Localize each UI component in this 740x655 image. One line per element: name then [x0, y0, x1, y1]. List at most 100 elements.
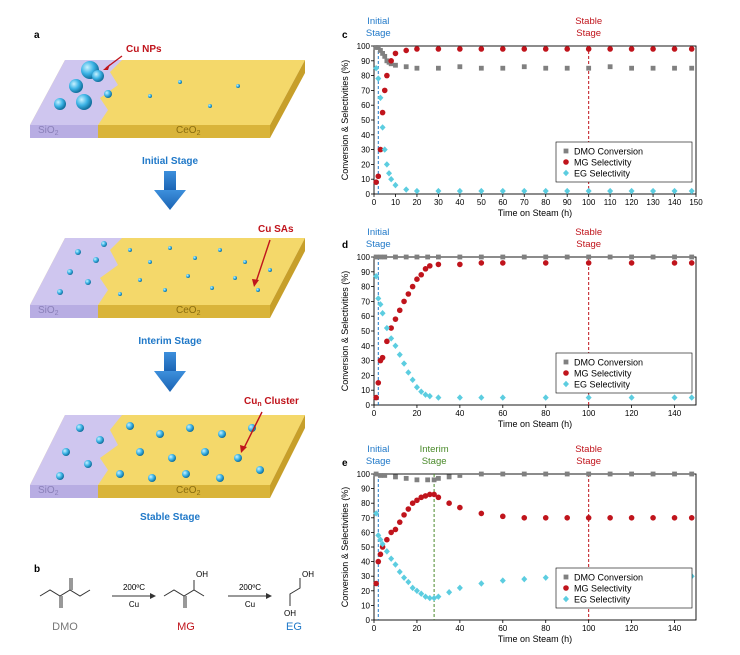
data-point-mg: [384, 72, 390, 79]
data-point-eg: [650, 187, 657, 195]
legend-box: [555, 352, 693, 394]
y-tick-label: 20: [361, 587, 370, 596]
data-point-eg: [456, 187, 463, 195]
data-point-eg: [499, 187, 506, 195]
data-point-mg: [377, 551, 384, 558]
stage-label: Stage: [576, 456, 601, 467]
data-point-eg: [388, 335, 395, 342]
data-point-eg: [628, 187, 635, 195]
stage-label: Stage: [366, 239, 391, 250]
data-point-dmo: [425, 477, 431, 483]
data-point-mg: [418, 271, 425, 278]
y-tick-label: 90: [361, 268, 370, 277]
data-point-eg: [521, 187, 528, 195]
cu-cluster-subscript: n: [257, 401, 261, 408]
sio2-label: SiO: [38, 125, 55, 136]
x-tick-label: 60: [498, 624, 507, 633]
legend-label: EG Selectivity: [574, 595, 631, 605]
data-point-dmo: [672, 254, 677, 260]
cu-nps-annotation: Cu NPs: [126, 44, 162, 55]
legend-label: DMO Conversion: [574, 573, 643, 583]
y-tick-label: 40: [361, 131, 370, 140]
x-axis-label: Time on Steam (h): [498, 208, 572, 218]
data-point-eg: [426, 594, 433, 602]
data-point-eg: [688, 187, 695, 195]
data-point-eg: [392, 561, 399, 568]
x-tick-label: 140: [668, 409, 682, 418]
data-point-eg: [377, 301, 384, 308]
data-point-mg: [373, 580, 379, 587]
data-point-eg: [377, 94, 384, 101]
data-point-mg: [392, 526, 399, 533]
data-point-dmo: [446, 474, 452, 480]
ceo2-side: [270, 60, 305, 138]
data-point-eg: [671, 187, 678, 195]
legend-marker-dmo: [563, 148, 569, 154]
legend-marker-dmo: [563, 574, 569, 580]
data-point-dmo: [629, 65, 634, 71]
data-point-dmo: [457, 473, 463, 478]
stage-label: Stage: [422, 456, 447, 467]
reaction-arrow-2: [228, 593, 272, 599]
data-point-dmo: [586, 254, 592, 260]
data-point-eg: [392, 342, 399, 349]
data-point-dmo: [564, 471, 570, 477]
y-tick-label: 40: [361, 342, 370, 351]
data-point-dmo: [393, 254, 398, 260]
data-point-eg: [375, 75, 382, 82]
data-point-mg: [585, 46, 592, 52]
data-point-eg: [396, 351, 403, 358]
data-point-mg: [375, 380, 382, 386]
x-tick-label: 100: [582, 624, 596, 633]
data-point-mg: [650, 515, 656, 521]
eg-oh-bottom: OH: [284, 609, 296, 618]
eg-structure: [289, 578, 301, 606]
data-point-mg: [542, 260, 549, 266]
catalyst-slab-interim: [30, 238, 305, 318]
data-point-dmo: [436, 65, 441, 71]
x-tick-label: 120: [625, 624, 639, 633]
panel-label-c: c: [342, 30, 348, 41]
ceo2-label: CeO: [176, 125, 197, 136]
data-point-eg: [542, 394, 549, 401]
data-point-dmo: [378, 48, 383, 53]
x-tick-label: 50: [477, 198, 486, 207]
y-tick-label: 90: [361, 485, 370, 494]
eg-oh-top: OH: [302, 570, 314, 579]
data-point-mg: [388, 325, 394, 331]
data-point-mg: [607, 46, 613, 52]
data-point-eg: [405, 369, 412, 376]
data-point-mg: [375, 558, 382, 565]
data-point-eg: [381, 146, 388, 153]
data-point-dmo: [607, 471, 613, 477]
data-point-dmo: [650, 254, 656, 260]
x-tick-label: 20: [412, 409, 421, 418]
data-point-eg: [478, 187, 485, 195]
data-point-eg: [383, 324, 390, 332]
data-point-eg: [383, 161, 390, 168]
data-point-eg: [413, 384, 420, 391]
down-arrow-1: [154, 171, 186, 210]
y-tick-label: 70: [361, 86, 370, 95]
data-point-eg: [499, 394, 506, 401]
stage-label-initial: Initial Stage: [142, 156, 199, 167]
x-tick-label: 150: [689, 198, 703, 207]
data-point-dmo: [436, 475, 441, 481]
data-point-dmo: [543, 254, 549, 260]
data-point-mg: [564, 46, 570, 52]
x-tick-label: 60: [498, 198, 507, 207]
data-point-dmo: [586, 65, 592, 71]
legend-label: EG Selectivity: [574, 169, 631, 179]
x-tick-label: 0: [372, 198, 377, 207]
x-tick-label: 40: [455, 624, 464, 633]
dmo-label: DMO: [52, 621, 78, 633]
y-tick-label: 50: [361, 327, 370, 336]
data-point-mg: [446, 500, 452, 507]
stage-label-interim: Interim Stage: [138, 336, 202, 347]
data-point-mg: [500, 46, 506, 52]
x-tick-label: 120: [625, 198, 639, 207]
data-point-eg: [401, 360, 408, 367]
data-point-mg: [564, 515, 570, 521]
data-point-eg: [379, 310, 386, 317]
cu-single-atoms: [57, 241, 272, 296]
